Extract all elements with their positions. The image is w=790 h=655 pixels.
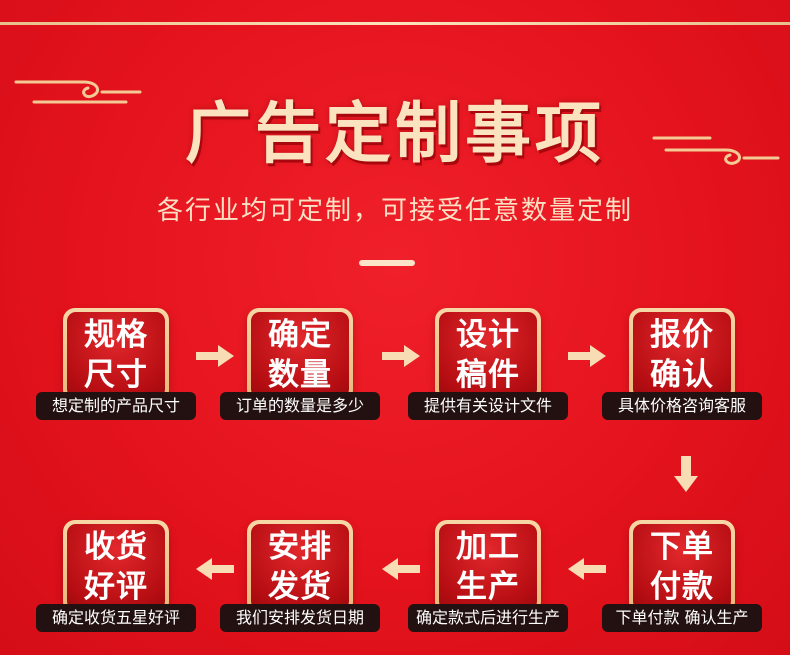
step-title-line1: 加工 [456, 529, 520, 565]
step-caption: 确定款式后进行生产 [408, 604, 568, 632]
page-subtitle: 各行业均可定制，可接受任意数量定制 [156, 196, 633, 226]
step-tile: 收货 好评 [63, 520, 169, 614]
step-title-line2: 数量 [268, 357, 332, 393]
step-size: 规格 尺寸 想定制的产品尺寸 [32, 308, 200, 420]
step-title-line2: 尺寸 [84, 357, 148, 393]
cloud-ornament-icon [652, 136, 780, 165]
arrow-right-icon [196, 345, 234, 367]
arrow-right-icon [382, 345, 420, 367]
step-title-line1: 报价 [650, 317, 714, 353]
step-order: 下单 付款 下单付款 确认生产 [598, 520, 766, 632]
step-caption: 确定收货五星好评 [36, 604, 196, 632]
step-title-line2: 好评 [84, 569, 148, 605]
arrow-left-icon [196, 558, 234, 580]
cloud-ornament-icon [14, 80, 142, 104]
arrow-left-icon [382, 558, 420, 580]
arrow-right-icon [568, 345, 606, 367]
step-tile: 规格 尺寸 [63, 308, 169, 402]
step-title-line2: 生产 [456, 569, 520, 605]
step-title-line2: 发货 [268, 569, 332, 605]
step-tile: 安排 发货 [247, 520, 353, 614]
step-title-line1: 下单 [650, 529, 714, 565]
step-caption: 具体价格咨询客服 [602, 392, 762, 420]
step-title-line2: 稿件 [456, 357, 520, 393]
step-title-line2: 确认 [650, 357, 714, 393]
step-tile: 设计 稿件 [435, 308, 541, 402]
step-quote: 报价 确认 具体价格咨询客服 [598, 308, 766, 420]
step-title-line1: 安排 [268, 529, 332, 565]
step-design: 设计 稿件 提供有关设计文件 [404, 308, 572, 420]
step-caption: 下单付款 确认生产 [602, 604, 762, 632]
step-shipping: 安排 发货 我们安排发货日期 [216, 520, 384, 632]
step-title-line2: 付款 [650, 569, 714, 605]
step-title-line1: 确定 [268, 317, 332, 353]
step-caption: 我们安排发货日期 [220, 604, 380, 632]
step-tile: 加工 生产 [435, 520, 541, 614]
step-title-line1: 设计 [456, 317, 520, 353]
step-production: 加工 生产 确定款式后进行生产 [404, 520, 572, 632]
step-review: 收货 好评 确定收货五星好评 [32, 520, 200, 632]
step-tile: 下单 付款 [629, 520, 735, 614]
page-title: 广告定制事项 [185, 94, 605, 172]
top-gold-line [0, 22, 790, 25]
step-title-line1: 规格 [84, 317, 148, 353]
step-quantity: 确定 数量 订单的数量是多少 [216, 308, 384, 420]
arrow-down-icon [674, 456, 698, 492]
step-tile: 确定 数量 [247, 308, 353, 402]
step-caption: 订单的数量是多少 [220, 392, 380, 420]
divider-bar [359, 260, 415, 266]
step-caption: 想定制的产品尺寸 [36, 392, 196, 420]
arrow-left-icon [568, 558, 606, 580]
step-caption: 提供有关设计文件 [408, 392, 568, 420]
step-title-line1: 收货 [84, 529, 148, 565]
step-tile: 报价 确认 [629, 308, 735, 402]
